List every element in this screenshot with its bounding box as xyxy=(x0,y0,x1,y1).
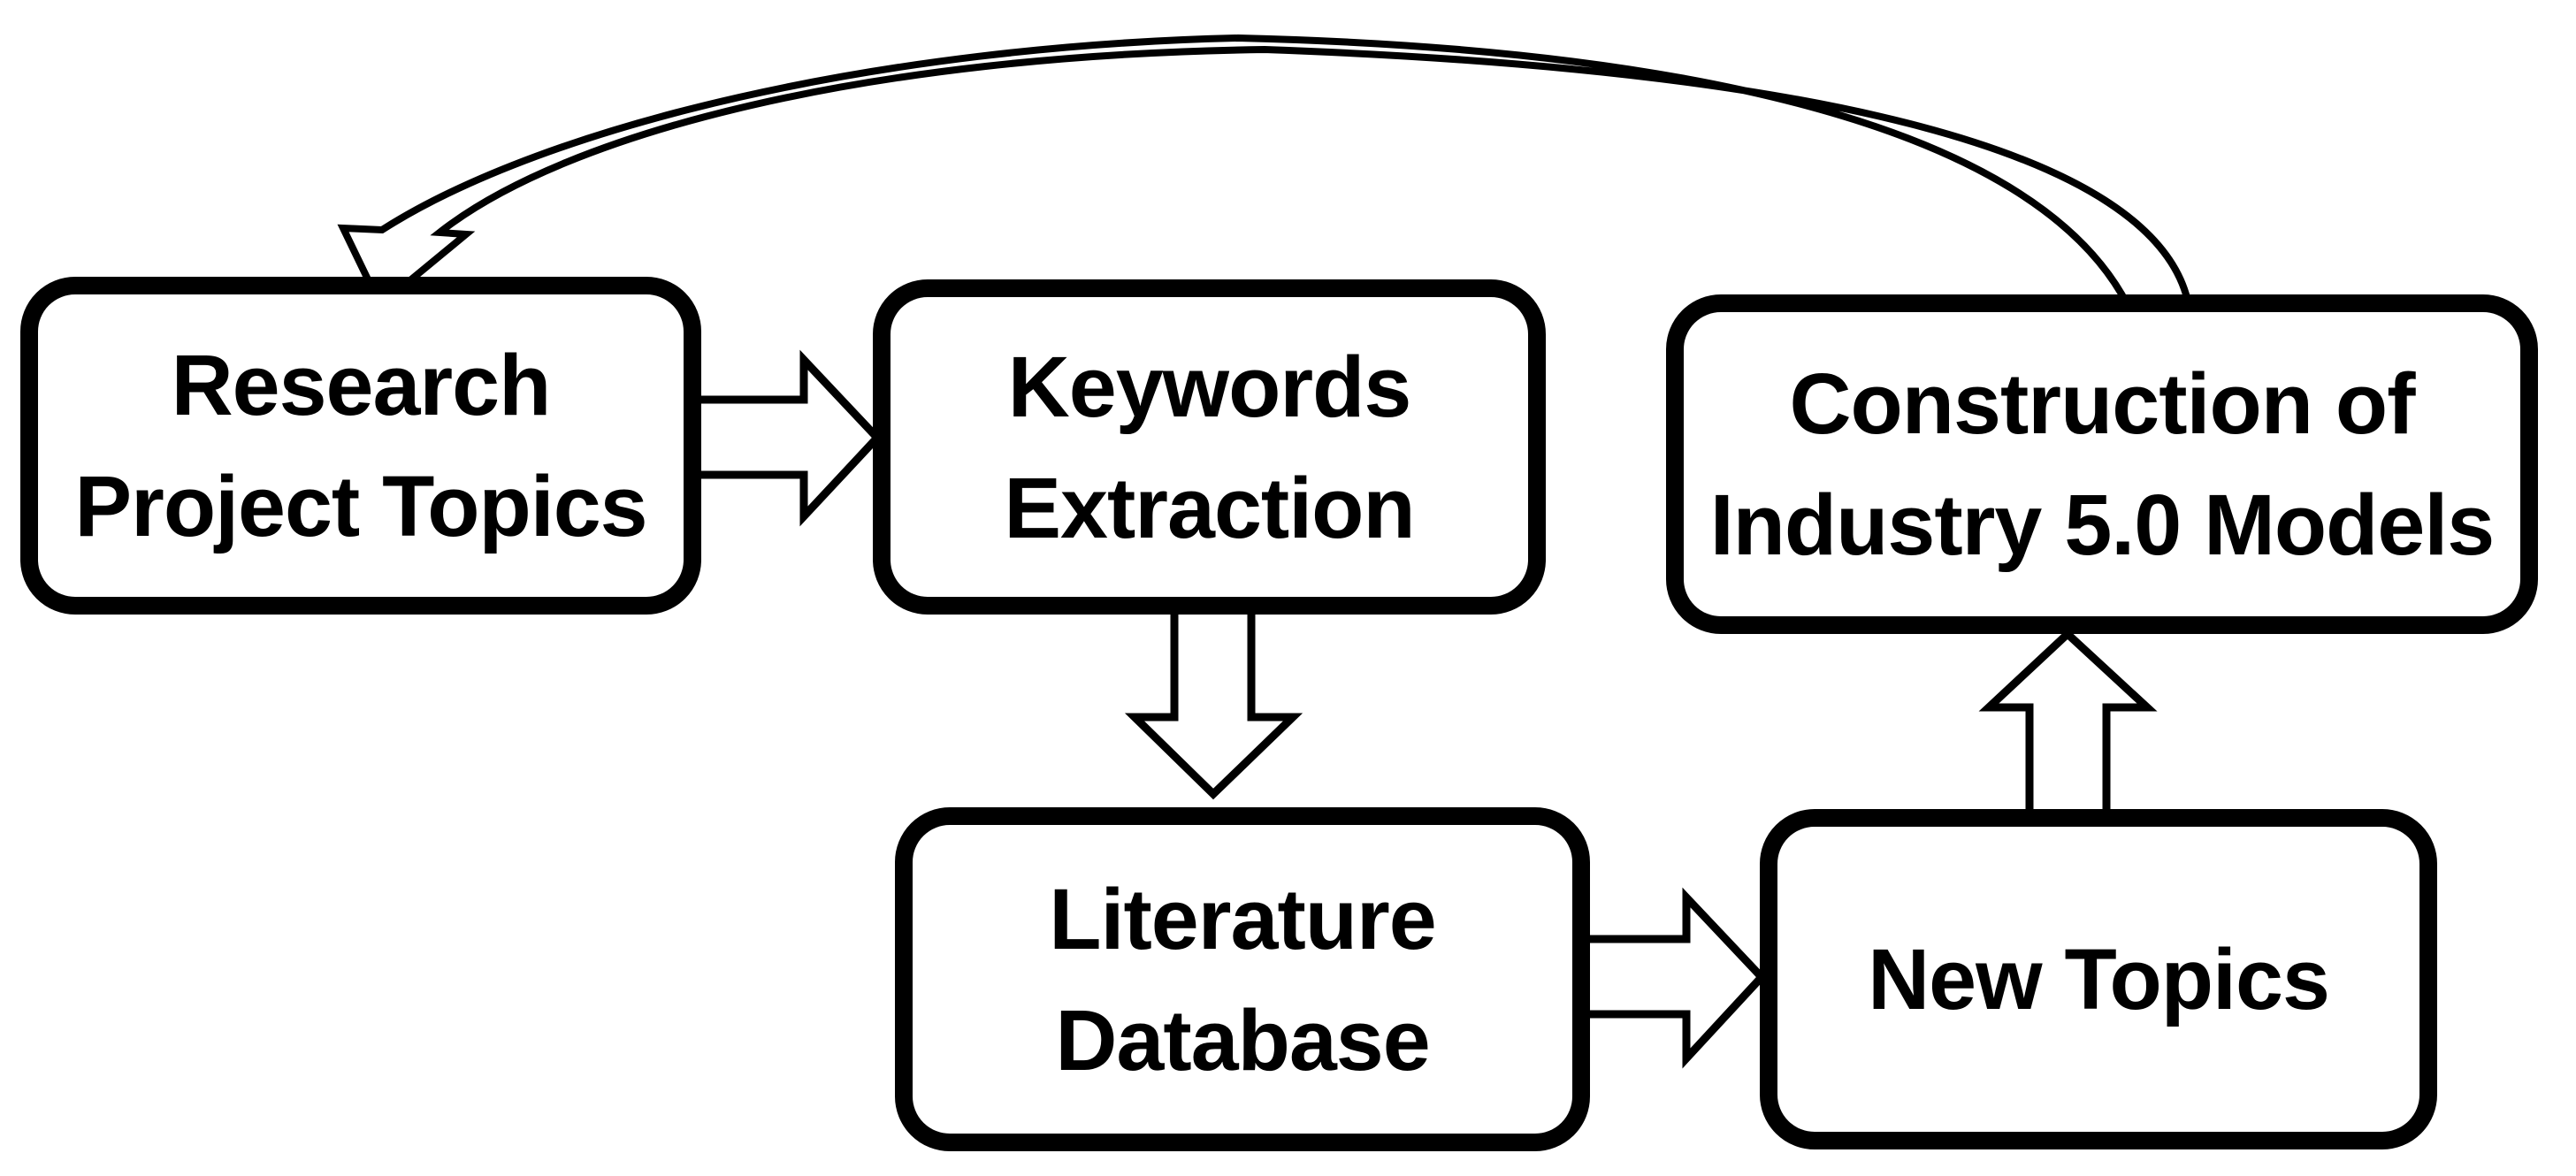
node-label-line-1: Keywords xyxy=(1007,338,1412,435)
node-label-line-1: Construction of xyxy=(1789,355,2415,452)
node-new-topics: New Topics xyxy=(1760,809,2437,1149)
node-research-project-topics: Research Project Topics xyxy=(20,277,701,615)
curved-feedback-arrow-construction-to-research xyxy=(337,34,2193,311)
arrow-new-topics-to-construction xyxy=(1978,628,2158,818)
node-label-line-2: Database xyxy=(1055,991,1430,1088)
arrow-literature-to-new-topics xyxy=(1572,887,1768,1069)
node-label-line-2: Industry 5.0 Models xyxy=(1709,477,2496,573)
node-label-line-2: Extraction xyxy=(1004,459,1415,556)
arrow-keywords-to-literature xyxy=(1124,606,1303,800)
node-literature-database: Literature Database xyxy=(895,807,1590,1151)
arrow-research-to-keywords xyxy=(688,349,883,527)
node-keywords-extraction: Keywords Extraction xyxy=(873,279,1546,615)
node-label-line-1: Research xyxy=(171,337,552,433)
node-label-line-1: New Topics xyxy=(1868,931,2330,1027)
node-label-line-1: Literature xyxy=(1049,870,1436,967)
node-label-line-2: Project Topics xyxy=(74,458,647,554)
node-construction-of-industry-5-0-models: Construction of Industry 5.0 Models xyxy=(1666,294,2538,634)
